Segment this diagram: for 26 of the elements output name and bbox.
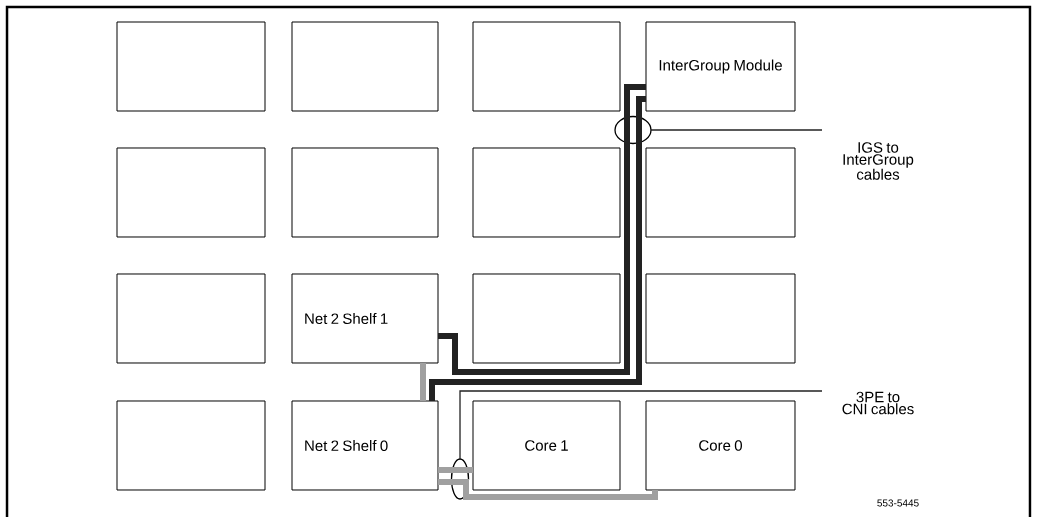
cable: [420, 363, 426, 401]
module-box: Net 2 Shelf 1: [291, 273, 439, 364]
leader-line: [650, 129, 823, 131]
empty-box: [116, 273, 266, 364]
cable: [438, 467, 473, 473]
empty-box: [472, 273, 621, 364]
empty-box: [116, 147, 266, 238]
empty-box: [291, 21, 439, 112]
callout-text: IGS to InterGroup cables: [843, 142, 914, 180]
module-box: Core 1: [472, 400, 621, 491]
cable: [438, 479, 658, 500]
figure-number: 553-5445: [877, 499, 919, 507]
empty-box: [116, 400, 266, 491]
empty-box: [472, 21, 621, 112]
empty-box: [116, 21, 266, 112]
module-box: InterGroup Module: [645, 21, 796, 112]
empty-box: [645, 147, 796, 238]
empty-box: [291, 147, 439, 238]
empty-box: [645, 273, 796, 364]
module-box: Net 2 Shelf 0: [291, 400, 439, 491]
leader-line: [459, 390, 823, 460]
cable: [429, 96, 646, 401]
callout-text: 3PE to CNI cables: [842, 391, 914, 415]
module-box: Core 0: [645, 400, 796, 491]
cable: [438, 84, 646, 375]
empty-box: [472, 147, 621, 238]
